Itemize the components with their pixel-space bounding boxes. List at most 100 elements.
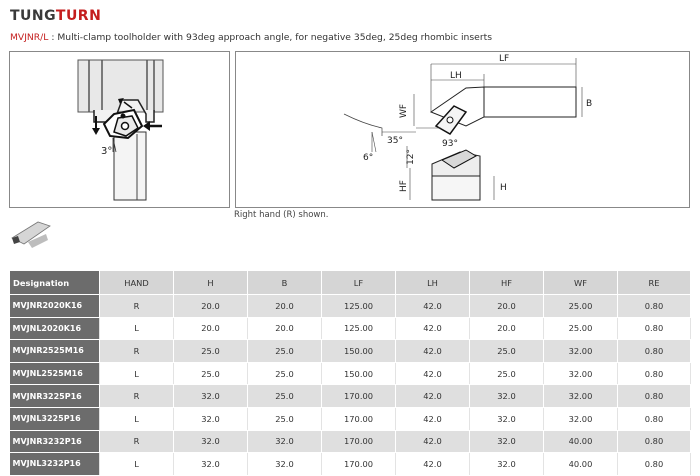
table-cell: 32.0 — [469, 384, 544, 408]
table-header-row: Designation HAND H B LF LH HF WF RE — [9, 270, 691, 295]
table-cell: 20.0 — [247, 317, 322, 341]
designation-cell: MVJNL2525M16 — [9, 362, 100, 386]
col-header: Designation — [9, 270, 100, 295]
table-cell: R — [99, 384, 174, 408]
col-header: RE — [617, 270, 691, 295]
col-header: HAND — [99, 270, 174, 295]
table-cell: 32.0 — [173, 407, 248, 431]
table-cell: 42.0 — [395, 384, 470, 408]
dimension-diagram: LF LH B WF 35° 93° 6° — [343, 54, 592, 201]
table-cell: L — [99, 407, 174, 431]
designation-cell: MVJNL3232P16 — [9, 452, 100, 476]
dim-h-label: H — [500, 183, 507, 193]
table-cell: 20.0 — [173, 317, 248, 341]
table-cell: 0.80 — [617, 317, 691, 341]
table-cell: 25.00 — [543, 317, 618, 341]
table-cell: 25.0 — [247, 384, 322, 408]
table-cell: 25.0 — [247, 362, 322, 386]
table-cell: 0.80 — [617, 407, 691, 431]
product-code: MVJNR/L — [10, 32, 49, 43]
product-description: : Multi-clamp toolholder with 93deg appr… — [48, 32, 492, 43]
table-cell: 42.0 — [395, 317, 470, 341]
table-cell: 0.80 — [617, 294, 691, 318]
table-cell: 25.0 — [247, 407, 322, 431]
table-cell: 170.00 — [321, 430, 396, 454]
dim-lf-label: LF — [499, 54, 509, 64]
table-cell: 0.80 — [617, 430, 691, 454]
brand-logo-part2: TURN — [55, 8, 102, 24]
angle-3-label: 3° — [101, 146, 112, 157]
angle-93-label: 93° — [442, 139, 458, 149]
table-cell: 40.00 — [543, 430, 618, 454]
table-cell: L — [99, 317, 174, 341]
table-cell: 42.0 — [395, 430, 470, 454]
table-cell: 25.0 — [247, 339, 322, 363]
clamping-diagram: 3° — [77, 59, 164, 201]
brand-logo: TUNGTURN — [10, 8, 101, 26]
spec-table: Designation HAND H B LF LH HF WF RE MVJN… — [9, 270, 691, 476]
table-cell: 32.0 — [469, 407, 544, 431]
table-cell: 32.0 — [173, 384, 248, 408]
col-header: LF — [321, 270, 396, 295]
dimension-diagram-panel: LF LH B WF 35° 93° 6° — [235, 51, 690, 208]
col-header: WF — [543, 270, 618, 295]
table-cell: 0.80 — [617, 384, 691, 408]
table-cell: 0.80 — [617, 339, 691, 363]
dim-hf-label: HF — [399, 180, 409, 192]
col-header: HF — [469, 270, 544, 295]
table-cell: 125.00 — [321, 294, 396, 318]
table-cell: 32.0 — [247, 452, 322, 476]
table-cell: 150.00 — [321, 339, 396, 363]
table-cell: 32.00 — [543, 339, 618, 363]
designation-cell: MVJNR3232P16 — [9, 430, 100, 454]
table-cell: 170.00 — [321, 384, 396, 408]
table-cell: 0.80 — [617, 452, 691, 476]
table-cell: 32.0 — [469, 430, 544, 454]
clamping-diagram-panel: 3° — [9, 51, 230, 208]
table-cell: 32.00 — [543, 362, 618, 386]
brand-logo-part1: TUNG — [10, 8, 56, 24]
table-cell: 32.0 — [173, 452, 248, 476]
table-cell: 20.0 — [469, 294, 544, 318]
table-cell: 170.00 — [321, 452, 396, 476]
table-cell: 170.00 — [321, 407, 396, 431]
angle-6-label: 6° — [363, 153, 373, 163]
col-header: H — [173, 270, 248, 295]
table-cell: 25.0 — [469, 362, 544, 386]
table-cell: 20.0 — [247, 294, 322, 318]
tool-thumbnail — [8, 214, 54, 258]
dim-wf-label: WF — [399, 104, 409, 118]
table-cell: 25.0 — [173, 362, 248, 386]
table-cell: R — [99, 430, 174, 454]
table-cell: 32.00 — [543, 384, 618, 408]
table-cell: 42.0 — [395, 294, 470, 318]
table-cell: 125.00 — [321, 317, 396, 341]
table-cell: 42.0 — [395, 452, 470, 476]
table-cell: 42.0 — [395, 362, 470, 386]
designation-cell: MVJNR3225P16 — [9, 384, 100, 408]
angle-35-label: 35° — [387, 136, 403, 146]
designation-cell: MVJNR2525M16 — [9, 339, 100, 363]
table-cell: L — [99, 452, 174, 476]
table-cell: 42.0 — [395, 339, 470, 363]
designation-cell: MVJNL2020K16 — [9, 317, 100, 341]
table-cell: 32.0 — [469, 452, 544, 476]
table-cell: 25.0 — [469, 339, 544, 363]
table-cell: 25.00 — [543, 294, 618, 318]
table-cell: 0.80 — [617, 362, 691, 386]
designation-cell: MVJNL3225P16 — [9, 407, 100, 431]
col-header: B — [247, 270, 322, 295]
table-cell: 25.0 — [173, 339, 248, 363]
table-cell: 20.0 — [173, 294, 248, 318]
page-subtitle: MVJNR/L : Multi-clamp toolholder with 93… — [10, 32, 492, 43]
table-cell: L — [99, 362, 174, 386]
dim-b-label: B — [586, 99, 592, 109]
